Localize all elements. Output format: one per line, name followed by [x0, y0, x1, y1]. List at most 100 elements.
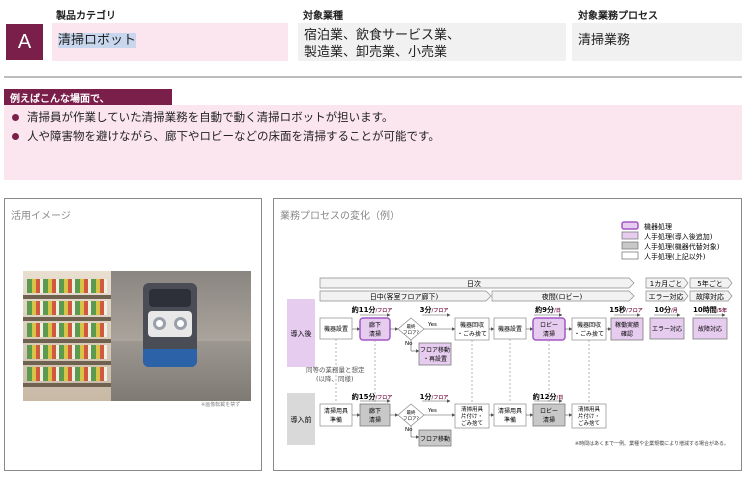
equivalence-note-1: 同等の業務量と想定	[306, 365, 365, 374]
svg-text:フロア移動: フロア移動	[420, 435, 450, 443]
timeline-failure-label: 故障対応	[696, 292, 724, 301]
industry-label: 対象業種	[303, 11, 343, 22]
example-line-text: 人や障害物を避けながら、廊下やロビーなどの床面を清掃することが可能です。	[27, 129, 440, 143]
box-tidy-2	[571, 403, 607, 429]
svg-text:エラー対応: エラー対応	[652, 325, 682, 333]
timeline: 日次 1カ月ごと 5年ごと 日中(客室フロア廊下) 夜間(ロビー) エラー対応 …	[319, 277, 733, 302]
svg-text:・ごみ捨て: ・ごみ捨て	[457, 330, 487, 338]
timeline-daily-label: 日次	[467, 279, 481, 288]
industry-line-2: 製造業、卸売業、小売業	[304, 45, 448, 60]
legend-swatch	[621, 251, 639, 260]
svg-text:廊下: 廊下	[369, 321, 381, 329]
row-before	[287, 393, 315, 445]
svg-text:清掃: 清掃	[369, 330, 381, 338]
timeline-error-label: エラー対応	[649, 292, 684, 301]
svg-text:片付け・: 片付け・	[578, 412, 600, 420]
svg-text:ロビー: ロビー	[540, 407, 558, 415]
process-label: 対象業務プロセス	[578, 11, 658, 22]
svg-text:・再設置: ・再設置	[423, 355, 447, 363]
timeline-daily	[319, 277, 635, 289]
timeline-failure	[689, 290, 733, 302]
legend: 機器処理 人手処理(導入後追加) 人手処理(機器代替対象) 人手処理(上記以外)	[621, 221, 720, 261]
svg-text:ロビー: ロビー	[540, 321, 558, 329]
before-times: 約15分/フロア 1分/フロア 約12分/日	[352, 392, 564, 403]
svg-text:稼働実績: 稼働実績	[615, 321, 639, 329]
example-tab: 例えばこんな場面で、	[4, 89, 172, 105]
timeline-daytime	[319, 290, 492, 302]
time-value: 10分/月	[654, 305, 678, 314]
box-label: 機器設置	[324, 325, 348, 333]
bullet-icon	[12, 114, 19, 121]
example-line: 清掃員が作業していた清掃業務を自動で動く清掃ロボットが担います。	[12, 108, 734, 127]
svg-text:故障対応: 故障対応	[698, 325, 722, 333]
industry-line-1: 宿泊業、飲食サービス業、	[304, 28, 461, 43]
svg-text:ごみ捨て: ごみ捨て	[461, 419, 483, 427]
bullet-icon	[12, 133, 19, 140]
time-value: 約9分/日	[535, 305, 561, 314]
svg-text:確認: 確認	[621, 330, 633, 338]
image-panel-title: 活用イメージ	[11, 211, 71, 222]
store-shelf	[23, 271, 111, 401]
svg-text:機器回収: 機器回収	[577, 321, 601, 329]
row-after	[287, 299, 315, 367]
svg-text:準備: 準備	[504, 416, 516, 424]
legend-label: 人手処理(導入後追加)	[644, 232, 713, 241]
process-panel: 業務プロセスの変化（例） 機器処理 人手処理(導入後追加) 人手処理(機器代替対…	[273, 198, 742, 471]
before-flow: 清掃用具 準備 廊下 清掃 最終 フロア? Yes No フロア移動 清掃用具 …	[319, 403, 607, 447]
svg-text:・ごみ捨て: ・ごみ捨て	[574, 330, 604, 338]
box-confirm	[610, 317, 644, 341]
legend-label: 機器処理	[644, 222, 672, 231]
equivalence-links	[335, 339, 590, 403]
time-value: 10時間/5年	[693, 305, 727, 314]
timeline-five-year	[689, 277, 733, 289]
svg-text:準備: 準備	[330, 416, 342, 424]
after-times: 約11分/フロア 3分/フロア 約9分/日 15秒/フロア 10分/月 10時間…	[352, 305, 727, 317]
box-floor-move-before	[418, 429, 452, 447]
timeline-night	[491, 290, 635, 302]
box-tidy	[454, 403, 490, 429]
process-cell: 清掃業務	[572, 23, 742, 61]
example-line: 人や障害物を避けながら、廊下やロビーなどの床面を清掃することが可能です。	[12, 127, 734, 146]
time-value: 約15分/フロア	[352, 392, 393, 401]
example-box: 清掃員が作業していた清掃業務を自動で動く清掃ロボットが担います。 人や障害物を避…	[4, 105, 742, 180]
timeline-night-label: 夜間(ロビー)	[542, 292, 583, 301]
category-badge: A	[6, 24, 43, 60]
product-name[interactable]: 清掃ロボット	[58, 33, 137, 48]
box-failure	[692, 317, 728, 340]
process-panel-title: 業務プロセスの変化（例）	[280, 211, 400, 222]
time-value: 3分/フロア	[420, 305, 449, 314]
svg-text:清掃用具: 清掃用具	[498, 407, 522, 415]
svg-text:フロア移動: フロア移動	[420, 346, 450, 354]
category-label: 製品カテゴリ	[56, 11, 116, 22]
timeline-monthly	[645, 277, 689, 289]
time-value: 約12分/日	[533, 392, 564, 401]
legend-label: 人手処理(機器代替対象)	[644, 242, 720, 251]
equivalence-note-2: (以降、同様)	[316, 374, 354, 383]
svg-text:廊下: 廊下	[369, 407, 381, 415]
section-divider	[4, 76, 742, 78]
svg-text:清掃: 清掃	[543, 330, 555, 338]
svg-text:最終: 最終	[407, 323, 416, 330]
svg-text:機器設置: 機器設置	[498, 325, 522, 333]
box-floor-move	[418, 342, 452, 366]
row-before-label: 導入前	[291, 415, 312, 424]
svg-text:フロア?: フロア?	[403, 416, 419, 422]
footnote: ※時間はあくまで一例。業種や企業規模により増減する場合がある。	[575, 440, 729, 447]
row-after-label: 導入後	[291, 329, 312, 338]
time-value: 約11分/フロア	[352, 305, 393, 314]
legend-swatch	[621, 231, 639, 240]
after-flow: 機器設置 廊下 清掃 最終 フロア? Yes No フロア移動 ・再設置 機器回…	[319, 317, 728, 366]
svg-text:最終: 最終	[407, 409, 416, 416]
svg-text:Yes: Yes	[427, 322, 437, 328]
svg-text:ごみ捨て: ごみ捨て	[578, 419, 600, 427]
photo-credit: ※画像転載を禁ず	[201, 402, 241, 408]
svg-text:No: No	[405, 341, 413, 347]
industry-cell: 宿泊業、飲食サービス業、 製造業、卸売業、小売業	[298, 23, 566, 61]
cleaning-robot-image	[143, 283, 197, 367]
timeline-five-year-label: 5年ごと	[697, 279, 722, 288]
svg-text:清掃用具: 清掃用具	[578, 405, 601, 413]
legend-swatch	[621, 241, 639, 250]
svg-text:フロア?: フロア?	[403, 330, 419, 336]
legend-swatch	[621, 221, 639, 230]
process-diagram: 機器処理 人手処理(導入後追加) 人手処理(機器代替対象) 人手処理(上記以外)…	[287, 221, 733, 447]
